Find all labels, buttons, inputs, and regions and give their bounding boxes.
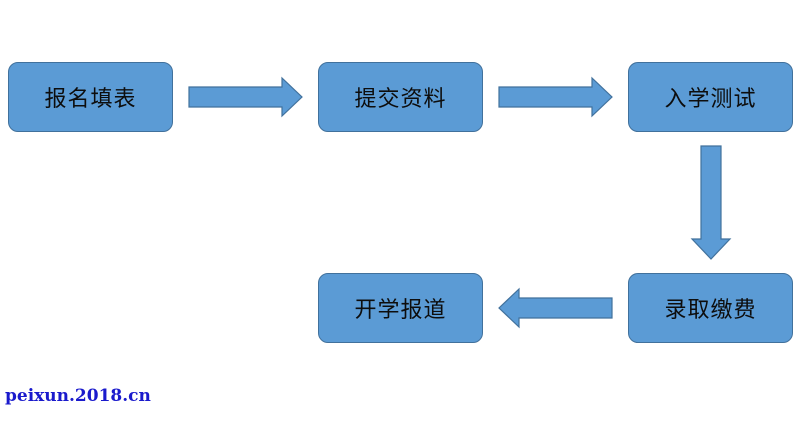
watermark-text: peixun.2018.cn — [5, 386, 151, 406]
step-box-enrollment-report: 开学报道 — [318, 273, 483, 343]
step-label: 开学报道 — [354, 298, 447, 323]
arrow-right-1 — [188, 76, 303, 118]
step-label: 录取缴费 — [664, 298, 757, 323]
step-label: 提交资料 — [354, 87, 447, 112]
step-label: 入学测试 — [664, 87, 757, 112]
step-label: 报名填表 — [44, 87, 137, 112]
step-box-entrance-test: 入学测试 — [628, 62, 793, 132]
arrow-right-2 — [498, 76, 613, 118]
arrow-down — [690, 145, 732, 260]
step-box-registration-form: 报名填表 — [8, 62, 173, 132]
step-box-admission-payment: 录取缴费 — [628, 273, 793, 343]
step-box-submit-documents: 提交资料 — [318, 62, 483, 132]
arrow-left — [498, 287, 613, 329]
